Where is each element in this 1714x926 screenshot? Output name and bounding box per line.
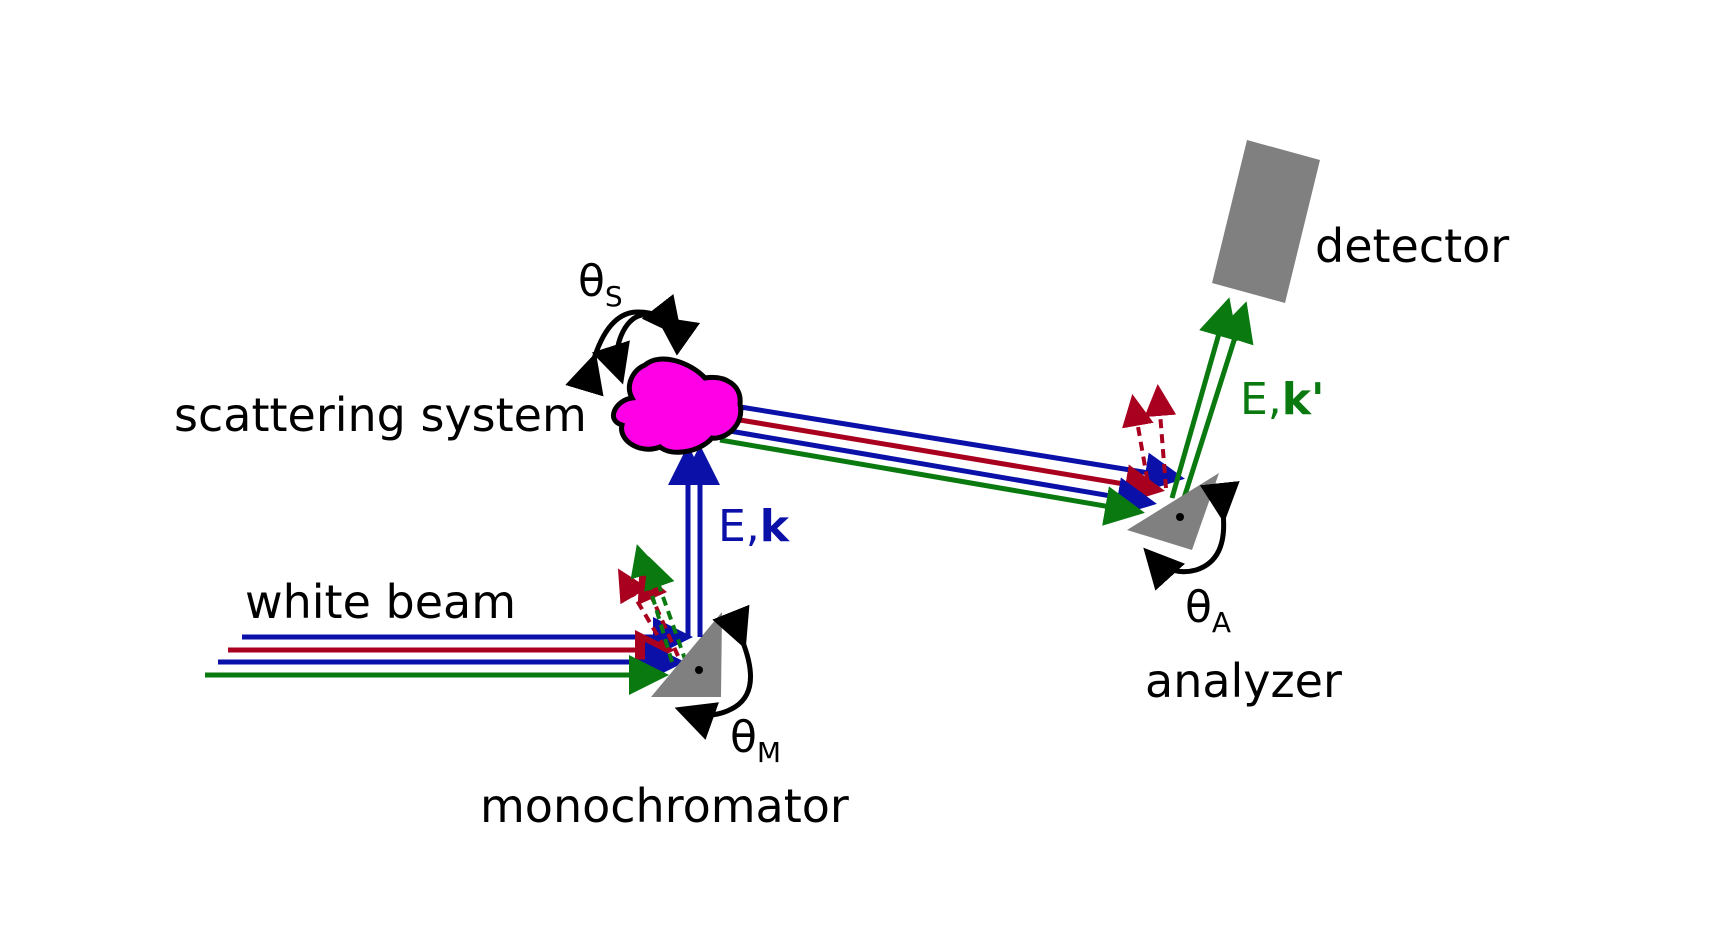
- monochromator-label: monochromator: [480, 779, 849, 833]
- theta-m-symbol: θ: [730, 712, 757, 763]
- white-beam-label: white beam: [245, 575, 516, 629]
- monochromator-pivot: [695, 666, 703, 674]
- scattered-ray-red: [727, 415, 1165, 504]
- theta-m-label: θM: [730, 712, 781, 769]
- scattered-ray-blue-2: [723, 427, 1157, 517]
- analyzer-rejected-rays: [1122, 384, 1177, 496]
- monochromator-rotation-arrow: [674, 604, 753, 740]
- theta-a-symbol: θ: [1185, 582, 1212, 633]
- sample-rotation-arrow-vertical: [591, 312, 701, 385]
- analyzer-rejected-ray-red-2: [1144, 384, 1177, 489]
- analyzed-ray-green-2: [1181, 301, 1254, 499]
- scattered-vector-e: E,: [1240, 374, 1282, 425]
- scattered-vector-label: E,k': [1240, 374, 1325, 425]
- analyzer-label: analyzer: [1145, 654, 1342, 708]
- theta-a-subscript: A: [1212, 606, 1231, 639]
- scattering-system-label: scattering system: [174, 388, 587, 442]
- mono-rejected-rays: [617, 544, 688, 663]
- detector-block: [1212, 140, 1320, 303]
- incident-vector-e: E,: [718, 501, 760, 552]
- analyzer-pivot: [1176, 513, 1184, 521]
- incident-vector-k: k: [760, 501, 791, 552]
- white-beam-rays: [205, 617, 693, 695]
- scattered-vector-k: k': [1282, 374, 1325, 425]
- analyzed-ray-green-1: [1169, 297, 1238, 499]
- detector-label: detector: [1315, 219, 1509, 273]
- theta-a-label: θA: [1185, 582, 1231, 639]
- theta-s-subscript: S: [605, 280, 623, 313]
- theta-m-subscript: M: [757, 736, 781, 769]
- scattered-ray-green: [719, 437, 1145, 526]
- theta-s-symbol: θ: [578, 256, 605, 307]
- scattered-beam-rays: [719, 402, 1185, 526]
- analyzer-rejected-ray-red-1: [1122, 394, 1154, 496]
- mono-rejected-ray-green-1: [630, 544, 674, 663]
- incident-beam-rays: [668, 445, 720, 637]
- analyzed-beam-rays: [1169, 297, 1254, 499]
- theta-s-label: θS: [578, 256, 623, 313]
- incident-vector-label: E,k: [718, 501, 791, 552]
- scattering-sample-blob: [611, 356, 744, 455]
- analyzer-rotation-arrow: [1143, 481, 1240, 591]
- scattered-ray-blue-1: [727, 402, 1185, 493]
